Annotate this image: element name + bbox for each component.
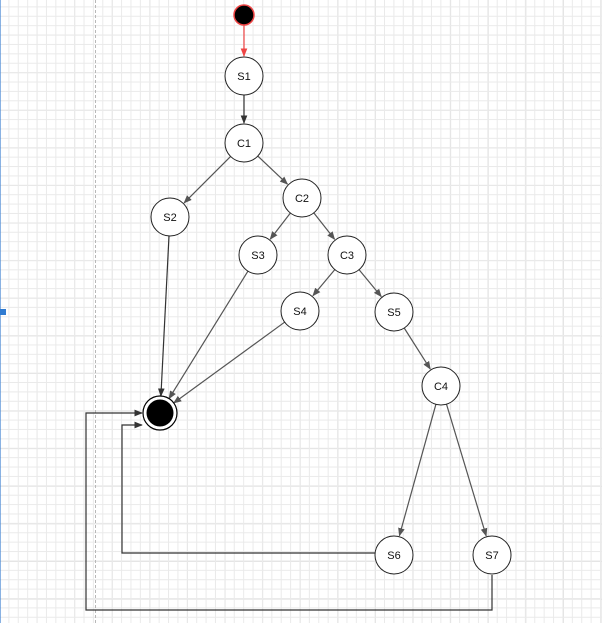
edge-s4-to-end[interactable] [173, 321, 285, 404]
state-label: S7 [485, 550, 498, 562]
final-state-dot [146, 399, 174, 427]
state-label: S6 [387, 550, 400, 562]
state-label: C1 [237, 138, 251, 150]
state-node-c1[interactable]: C1 [224, 123, 264, 163]
state-node-s4[interactable]: S4 [280, 291, 320, 331]
state-circle [224, 123, 264, 163]
state-node-s1[interactable]: S1 [224, 56, 264, 96]
edges-layer [85, 25, 493, 611]
state-node-s3[interactable]: S3 [238, 235, 278, 275]
state-circle [327, 235, 367, 275]
state-node-s7[interactable]: S7 [472, 535, 512, 575]
state-circle [280, 291, 320, 331]
edge-c4-to-s6[interactable] [398, 404, 437, 537]
final-state-node[interactable] [142, 395, 178, 431]
edge-c1-to-c2[interactable] [257, 155, 289, 185]
state-circle [224, 56, 264, 96]
initial-state-node[interactable] [233, 4, 255, 26]
initial-state-dot [233, 4, 255, 26]
edge-c3-to-s5[interactable] [358, 269, 382, 298]
state-label: S3 [251, 250, 264, 262]
state-circle [238, 235, 278, 275]
state-label: S1 [237, 71, 250, 83]
state-node-c4[interactable]: C4 [421, 366, 461, 406]
state-node-c3[interactable]: C3 [327, 235, 367, 275]
state-circle [472, 535, 512, 575]
state-circle [374, 535, 414, 575]
edge-c2-to-s3[interactable] [269, 212, 291, 240]
state-circle [374, 292, 414, 332]
state-circle [421, 366, 461, 406]
state-node-s5[interactable]: S5 [374, 292, 414, 332]
page-boundary-line [95, 0, 96, 623]
edge-c2-to-c3[interactable] [313, 212, 336, 240]
edge-c1-to-s2[interactable] [183, 155, 232, 204]
state-label: C2 [295, 193, 309, 205]
state-label: C4 [434, 381, 448, 393]
edge-s2-to-end[interactable] [157, 235, 170, 397]
resize-handle-marker[interactable] [0, 309, 6, 315]
state-label: S5 [387, 307, 400, 319]
edge-s3-to-end[interactable] [168, 270, 249, 400]
edge-c4-to-s7[interactable] [445, 404, 488, 537]
state-node-s6[interactable]: S6 [374, 535, 414, 575]
state-node-c2[interactable]: C2 [282, 178, 322, 218]
state-node-s2[interactable]: S2 [150, 197, 190, 237]
edge-c3-to-s4[interactable] [312, 269, 336, 297]
state-label: S2 [163, 212, 176, 224]
state-label: S4 [293, 306, 306, 318]
state-circle [282, 178, 322, 218]
edge-s5-to-c4[interactable] [403, 327, 431, 370]
state-label: C3 [340, 250, 354, 262]
edge-s6-to-end[interactable] [121, 421, 375, 554]
state-circle [150, 197, 190, 237]
edge-s7-to-end[interactable] [85, 409, 493, 611]
